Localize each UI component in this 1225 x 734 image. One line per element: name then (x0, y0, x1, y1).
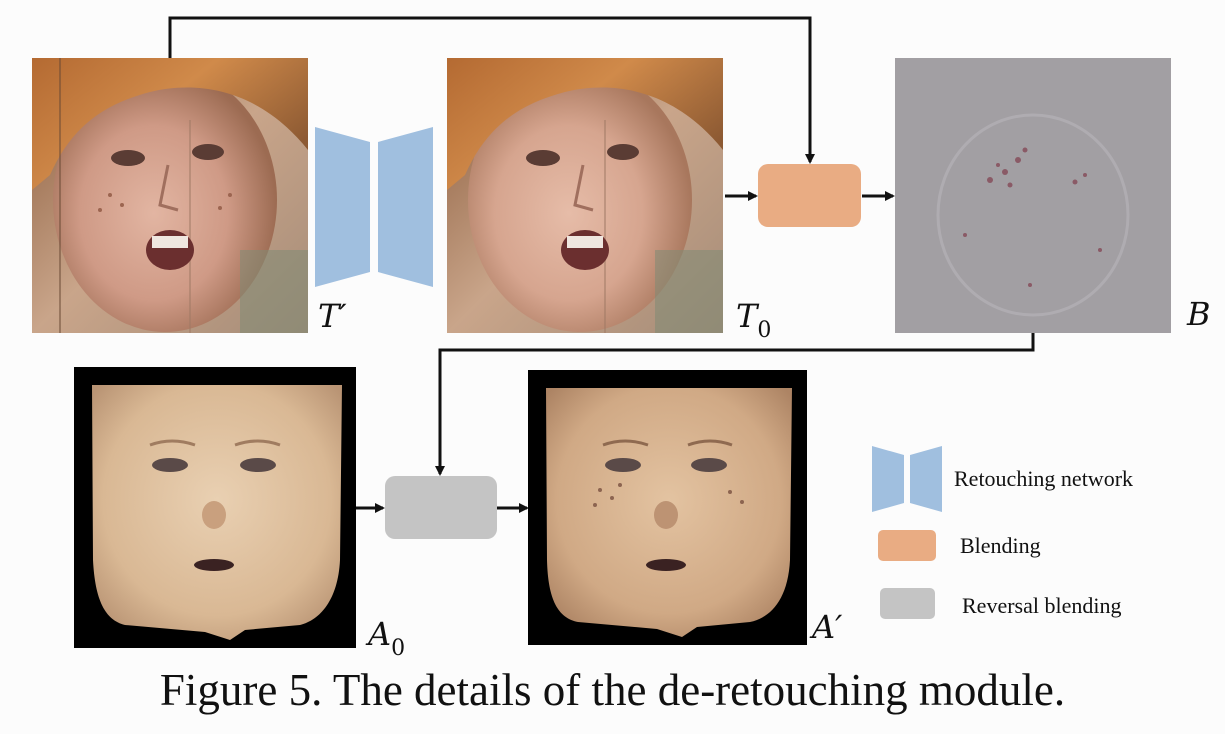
legend-label-retouching-network: Retouching network (954, 466, 1133, 491)
figure-caption: Figure 5. The details of the de-retouchi… (159, 665, 1066, 715)
blending-block (758, 164, 861, 227)
label-b: B (1186, 295, 1211, 333)
image-a-prime (528, 370, 807, 645)
label-t0: T0 (736, 297, 771, 343)
label-t-prime: T′ (318, 297, 347, 335)
image-b (895, 58, 1171, 333)
legend: Retouching network Blending Reversal ble… (872, 446, 1133, 619)
arrow-b-to-reversal-blending (435, 333, 1035, 476)
image-t0 (447, 58, 723, 333)
legend-label-blending: Blending (960, 533, 1041, 558)
image-t-prime (32, 58, 308, 333)
image-a0 (74, 367, 356, 648)
reversal-blending-icon (880, 588, 935, 619)
label-a-prime: A′ (809, 608, 843, 646)
retouching-network-block (315, 127, 433, 287)
skip-arrow-t-prime-to-blending (168, 16, 815, 164)
reversal-blending-block (385, 476, 497, 539)
blending-icon (878, 530, 936, 561)
connectors (168, 16, 1035, 513)
label-a0: A0 (365, 615, 405, 661)
legend-label-reversal-blending: Reversal blending (962, 593, 1121, 618)
retouching-network-icon (872, 446, 942, 512)
